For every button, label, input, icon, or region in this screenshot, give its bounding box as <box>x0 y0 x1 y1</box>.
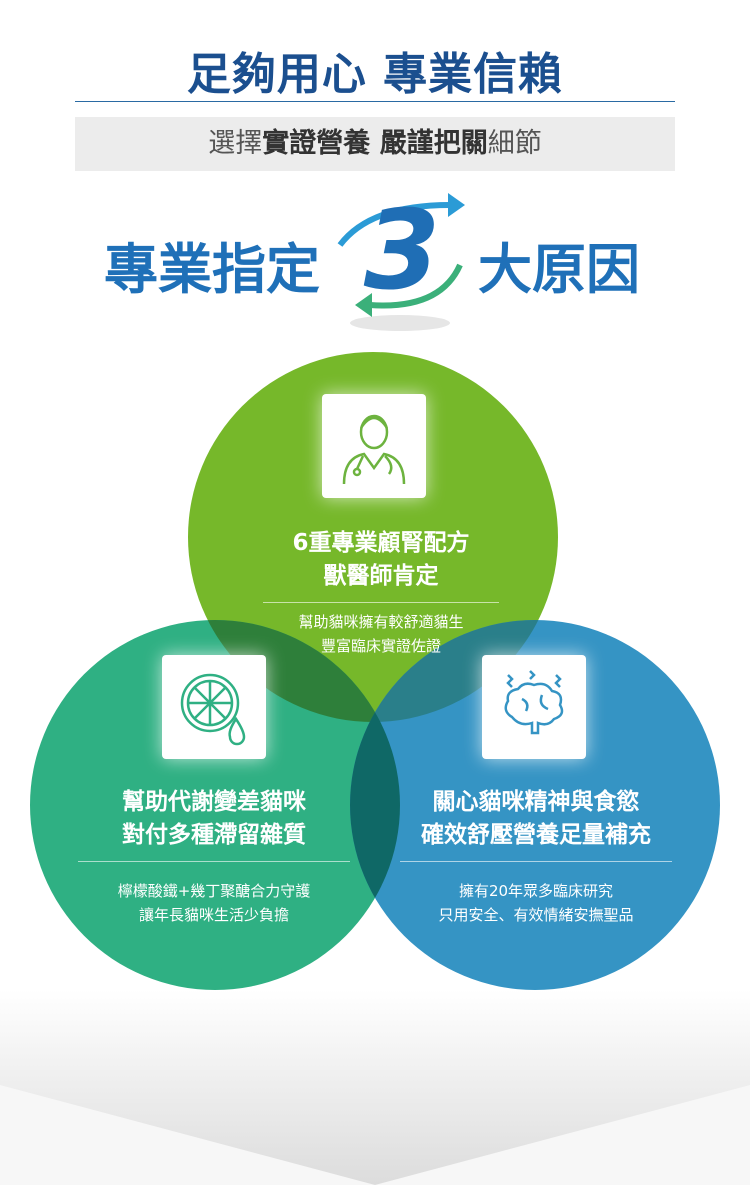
doctor-icon <box>342 414 406 485</box>
brain-icon-box <box>482 655 586 759</box>
reason-detail: 擁有20年眾多臨床研究 <box>458 882 614 900</box>
divider <box>400 861 672 862</box>
banner-number: 3 <box>363 186 441 314</box>
circle-blue <box>350 620 720 990</box>
page-title: 足夠用心 專業信賴 <box>186 49 564 100</box>
banner-left: 專業指定 <box>104 238 320 301</box>
number-three-graphic: 3 <box>330 185 470 335</box>
reason-3: 關心貓咪精神與食慾 確效舒壓營養足量補充 擁有20年眾多臨床研究 只用安全、有效… <box>400 786 672 927</box>
subtitle-bar: 選擇實證營養 嚴謹把關細節 <box>75 117 675 171</box>
lemon-icon-box <box>162 655 266 759</box>
reason-headline: 幫助代謝變差貓咪 <box>122 789 306 815</box>
doctor-icon-box <box>322 394 426 498</box>
venn-diagram <box>30 352 720 990</box>
reason-detail: 幫助貓咪擁有較舒適貓生 <box>298 613 464 631</box>
reason-2: 幫助代謝變差貓咪 對付多種滯留雜質 檸檬酸鐵+幾丁聚醣合力守護 讓年長貓咪生活少… <box>78 786 350 927</box>
reason-1: 6重專業顧腎配方 獸醫師肯定 幫助貓咪擁有較舒適貓生 豐富臨床實證佐證 <box>263 527 499 658</box>
reason-headline: 確效舒壓營養足量補充 <box>421 822 651 848</box>
reason-detail: 豐富臨床實證佐證 <box>320 637 441 655</box>
divider <box>78 861 350 862</box>
circle-teal <box>30 620 400 990</box>
bottom-background <box>0 990 750 1185</box>
subtitle-light: 選擇 <box>208 128 263 159</box>
subtitle-light-end: 細節 <box>487 128 542 159</box>
circle-green <box>188 352 558 722</box>
title-divider <box>75 101 675 102</box>
reason-headline: 對付多種滯留雜質 <box>122 822 306 848</box>
reason-detail: 檸檬酸鐵+幾丁聚醣合力守護 <box>117 882 311 900</box>
banner-right: 大原因 <box>478 238 640 301</box>
reason-detail: 只用安全、有效情緒安撫聖品 <box>438 906 634 924</box>
divider <box>263 602 499 603</box>
reason-headline: 獸醫師肯定 <box>323 563 439 589</box>
reason-headline: 6重專業顧腎配方 <box>292 530 470 556</box>
lemon-drop-icon <box>180 673 246 746</box>
reason-headline: 關心貓咪精神與食慾 <box>432 789 640 815</box>
subtitle-bold: 實證營養 嚴謹把關 <box>262 128 488 159</box>
reason-detail: 讓年長貓咪生活少負擔 <box>138 906 289 924</box>
brain-icon <box>504 670 564 735</box>
cycle-arrows-icon <box>337 193 465 331</box>
